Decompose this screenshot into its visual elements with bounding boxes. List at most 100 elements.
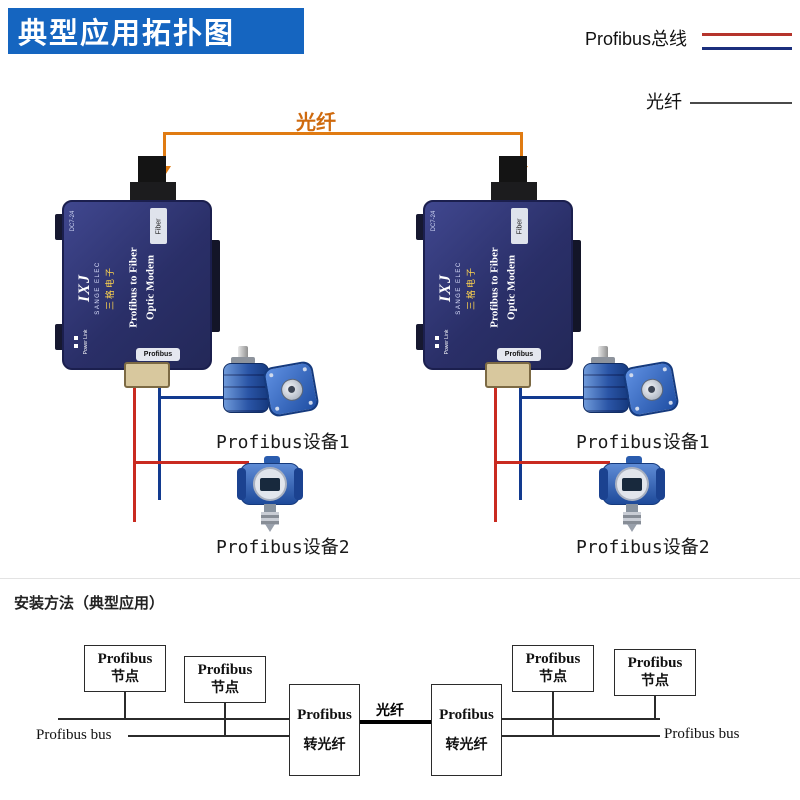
mounting-ear-top-left (55, 214, 64, 240)
transmitter-display (260, 478, 280, 491)
brand-name-cn: 三格电子 (466, 266, 476, 311)
transmitter-cap-right (294, 468, 303, 500)
transmitter-neck (626, 504, 638, 513)
modem-body: DC7-24 Fiber IXJ SANGE ELEC 三格电子 Profibu… (62, 200, 212, 370)
legend-fiber-line (690, 102, 792, 104)
bus-line-left-top (58, 718, 289, 720)
transmitter-top-cap (626, 456, 642, 465)
transmitter-tip (627, 524, 637, 532)
transmitter-thread (261, 512, 279, 525)
power-led (74, 336, 78, 340)
fiber-port-label: Fiber (150, 208, 167, 244)
device1-label-left: Profibus设备1 (216, 432, 350, 453)
mounting-ear-bottom-left (416, 324, 425, 350)
profibus-wire-red-branch-right (494, 461, 610, 464)
profibus-node-box-3: Profibus 节点 (512, 645, 594, 692)
fiber-optic-modem-left: DC7-24 Fiber IXJ SANGE ELEC 三格电子 Profibu… (55, 156, 220, 392)
fiber-port-label: Fiber (511, 208, 528, 244)
led-labels: Power Link (444, 329, 450, 355)
page-title: 典型应用拓扑图 (8, 8, 304, 54)
encoder-devices-left (222, 344, 322, 424)
led-labels: Power Link (83, 329, 89, 355)
screw-icon (302, 366, 308, 372)
screw-icon (268, 372, 274, 378)
modem-body: DC7-24 Fiber IXJ SANGE ELEC 三格电子 Profibu… (423, 200, 573, 370)
transmitter-thread (623, 512, 641, 525)
power-led (435, 336, 439, 340)
encoder-hub (279, 377, 305, 403)
profibus-port-label: Profibus (497, 348, 541, 361)
product-name: Profibus to Fiber Optic Modem (479, 220, 527, 354)
profibus-node-box-4: Profibus 节点 (614, 649, 696, 696)
node3-drop-line (552, 692, 554, 736)
node2-drop-line (224, 703, 226, 736)
encoder-flange (622, 360, 680, 418)
profibus-node-box-1: Profibus 节点 (84, 645, 166, 692)
profibus-bus-label-right: Profibus bus (664, 726, 740, 742)
screw-icon (274, 406, 280, 412)
transmitter-cap-left (599, 468, 608, 500)
legend-fiber-label: 光纤 (646, 92, 682, 112)
profibus-node-box-2: Profibus 节点 (184, 656, 266, 703)
bus-line-right-bottom (502, 735, 660, 737)
transmitter-device-right (599, 456, 666, 536)
screw-icon (662, 366, 668, 372)
transmitter-face (253, 467, 287, 501)
screw-icon (668, 400, 674, 406)
fiber-link-line-bottom (360, 720, 431, 724)
profibus-connector (124, 362, 170, 388)
transmitter-cap-right (656, 468, 665, 500)
screw-icon (308, 400, 314, 406)
profibus-connector (485, 362, 531, 388)
transmitter-neck (264, 504, 276, 513)
fiber-connector-top (138, 156, 166, 186)
fiber-converter-box-left: Profibus 转光纤 (289, 684, 360, 776)
node1-drop-line (124, 692, 126, 719)
encoder-collar (591, 357, 615, 364)
encoder-hub-hole (647, 385, 656, 394)
encoder-drum (583, 363, 629, 413)
mounting-ear-bottom-left (55, 324, 64, 350)
screw-icon (634, 406, 640, 412)
profibus-wire-red-vertical-right (494, 388, 497, 522)
link-led (74, 344, 78, 348)
fiber-link-vertical-left (163, 132, 166, 168)
encoder-shaft (238, 346, 248, 359)
encoder-shaft (598, 346, 608, 359)
transmitter-device-left (237, 456, 304, 536)
encoder-collar (231, 357, 255, 364)
profibus-wire-blue-branch-right (519, 396, 597, 399)
product-line-1: Profibus to Fiber (488, 246, 501, 328)
fiber-link-label: 光纤 (296, 112, 336, 134)
link-led (435, 344, 439, 348)
profibus-wire-red-vertical-left (133, 388, 136, 522)
device2-label-right: Profibus设备2 (576, 537, 710, 558)
mounting-ear-top-left (416, 214, 425, 240)
encoder-hub (639, 377, 665, 403)
profibus-wire-blue-branch-left (158, 396, 236, 399)
legend-profibus-label: Profibus总线 (585, 29, 688, 49)
transmitter-cap-left (237, 468, 246, 500)
fiber-optic-modem-right: DC7-24 Fiber IXJ SANGE ELEC 三格电子 Profibu… (416, 156, 581, 392)
product-line-1: Profibus to Fiber (127, 246, 140, 328)
encoder-drum (223, 363, 269, 413)
product-line-2: Optic Modem (505, 254, 517, 320)
device1-label-right: Profibus设备1 (576, 432, 710, 453)
encoder-devices-right (582, 344, 682, 424)
brand-name-cn: 三格电子 (105, 266, 115, 311)
bus-line-left-bottom (128, 735, 289, 737)
fiber-link-horizontal (163, 132, 523, 135)
transmitter-top-cap (264, 456, 280, 465)
node4-drop-line (654, 696, 656, 719)
fiber-link-vertical-right (520, 132, 523, 168)
brand-name-en: SANGE ELEC (456, 261, 462, 315)
device2-label-left: Profibus设备2 (216, 537, 350, 558)
profibus-wire-blue-vertical-left (158, 388, 161, 500)
product-line-2: Optic Modem (144, 254, 156, 320)
product-name: Profibus to Fiber Optic Modem (118, 220, 166, 354)
profibus-port-label: Profibus (136, 348, 180, 361)
legend-profibus-red-line (702, 33, 792, 36)
fiber-label-bottom: 光纤 (376, 702, 404, 718)
page-title-text: 典型应用拓扑图 (18, 18, 236, 50)
transmitter-face (615, 467, 649, 501)
